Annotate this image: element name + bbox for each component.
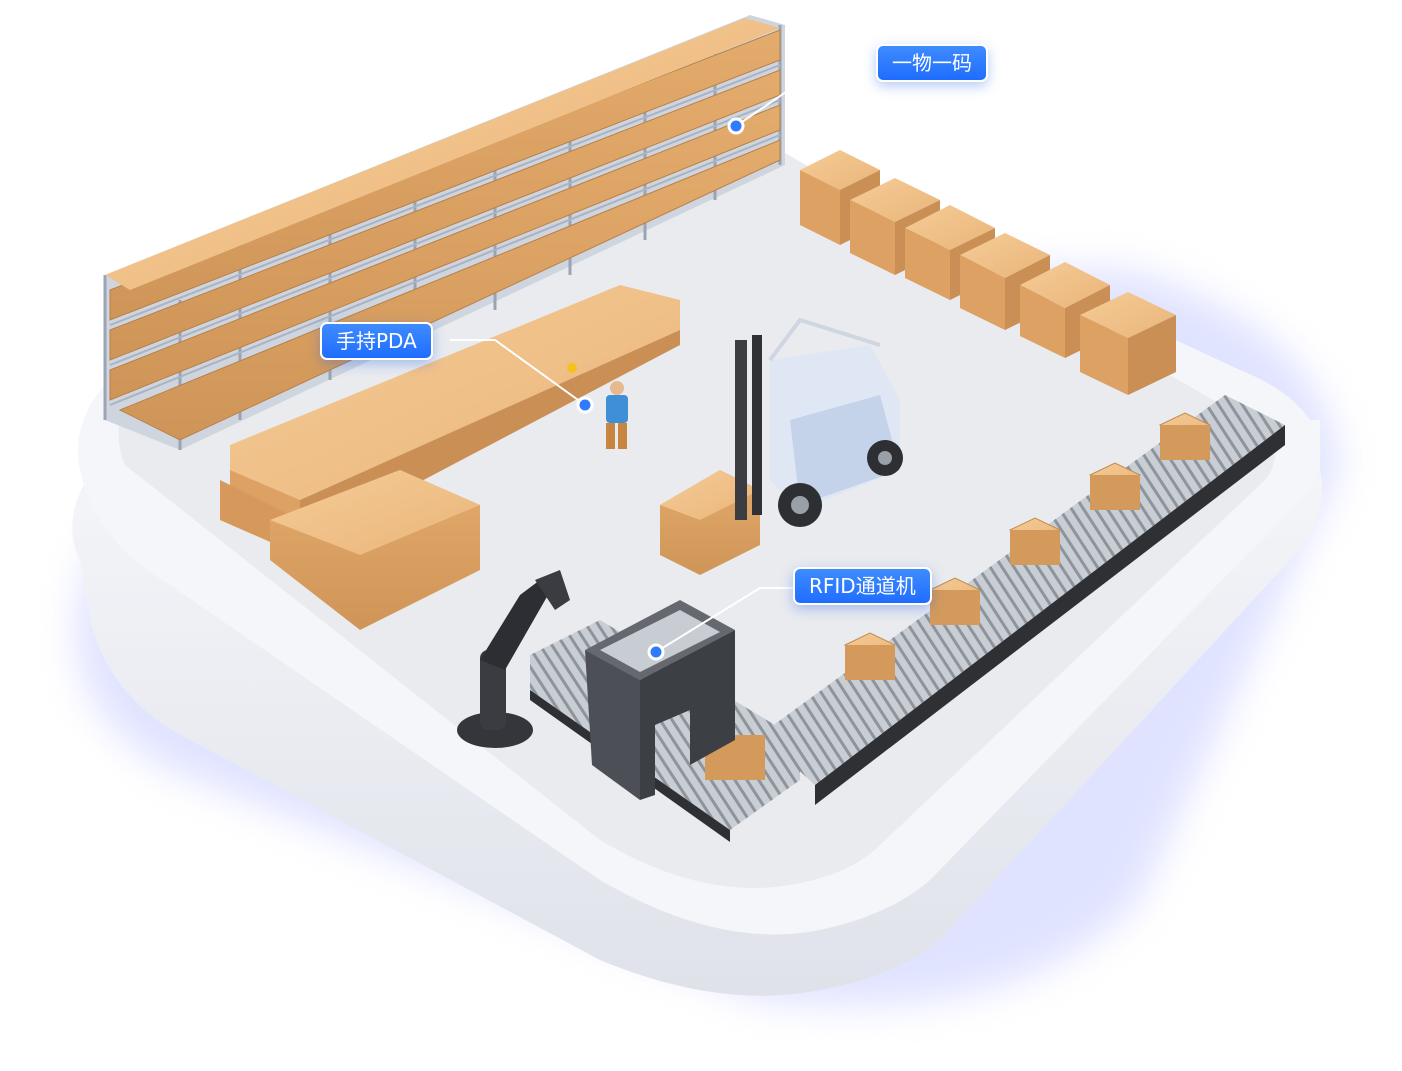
hotspot-dots [576, 117, 745, 661]
callout-one-item-one-code[interactable]: 一物一码 [876, 44, 988, 82]
forklift [660, 317, 903, 575]
callout-handheld-pda[interactable]: 手持PDA [320, 322, 433, 360]
conveyor-belt [530, 395, 1285, 842]
callout-lines [450, 61, 878, 653]
callout-rfid-channel[interactable]: RFID通道机 [793, 567, 932, 605]
rfid-gate [585, 600, 735, 800]
robot-arm [457, 570, 570, 748]
storage-rack [103, 15, 785, 450]
pallet-stacks-right [800, 150, 1176, 395]
box-stacks-center [220, 285, 680, 630]
worker-with-pda [567, 363, 628, 449]
